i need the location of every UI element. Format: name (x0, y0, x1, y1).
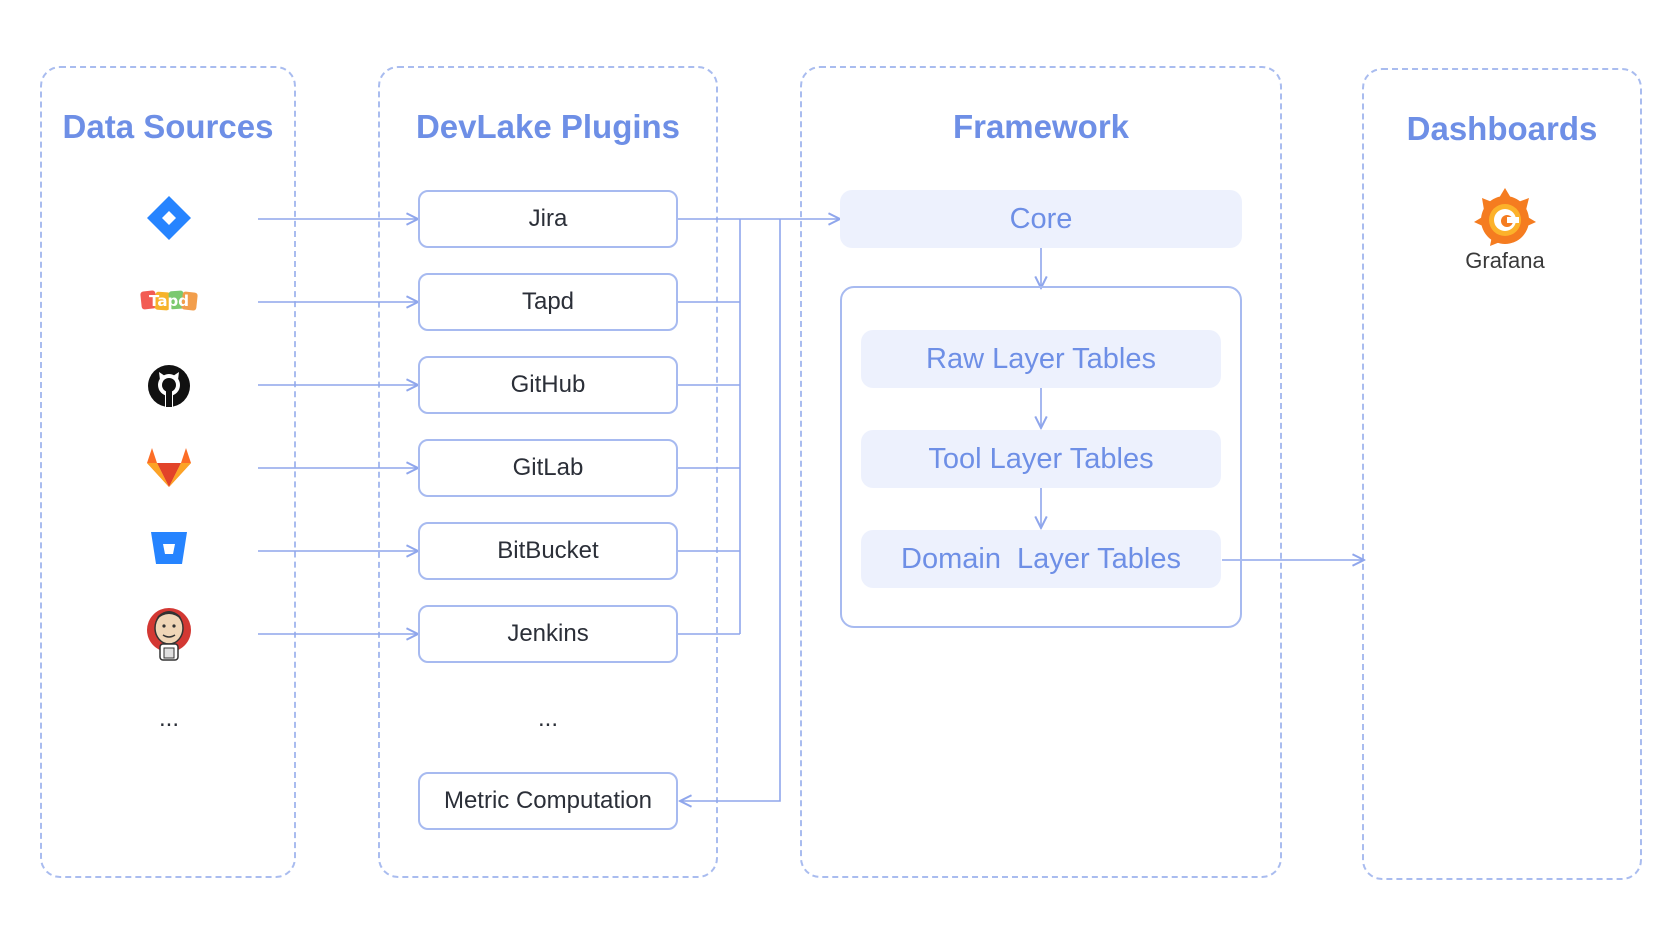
plugin-jira: Jira (418, 190, 678, 248)
gitlab-icon (147, 448, 191, 487)
devlake-plugins-title: DevLake Plugins (415, 108, 681, 145)
sources-more: ... (158, 705, 179, 732)
data-sources-column: Data Sources (40, 66, 296, 878)
arrow-metric (680, 219, 781, 801)
raw-layer-tables: Raw Layer Tables (861, 330, 1221, 388)
data-sources-title: Data Sources (62, 108, 274, 145)
tool-layer-tables: Tool Layer Tables (861, 430, 1221, 488)
svg-text:Tapd: Tapd (149, 292, 189, 310)
framework-title: Framework (952, 108, 1130, 145)
plugin-jenkins: Jenkins (418, 605, 678, 663)
github-icon (148, 365, 190, 407)
bitbucket-icon (151, 532, 187, 564)
tapd-icon: Tapd (140, 288, 198, 314)
jira-icon (147, 196, 191, 240)
grafana-label: Grafana (1465, 248, 1545, 273)
plugins-more: ... (537, 705, 558, 732)
plugin-gitlab: GitLab (418, 439, 678, 497)
grafana-icon (1474, 188, 1536, 246)
plugin-metric-computation: Metric Computation (418, 772, 678, 830)
dashboards-column: Dashboards (1362, 68, 1642, 880)
jenkins-icon (147, 608, 191, 661)
framework-core: Core (840, 190, 1242, 248)
plugin-tapd: Tapd (418, 273, 678, 331)
domain-layer-tables: Domain Layer Tables (861, 530, 1221, 588)
framework-layers-container (840, 286, 1242, 628)
devlake-plugins-column: DevLake Plugins (378, 66, 718, 878)
plugin-bitbucket: BitBucket (418, 522, 678, 580)
plugin-github: GitHub (418, 356, 678, 414)
dashboards-title: Dashboards (1406, 110, 1598, 147)
framework-column: Framework (800, 66, 1282, 878)
